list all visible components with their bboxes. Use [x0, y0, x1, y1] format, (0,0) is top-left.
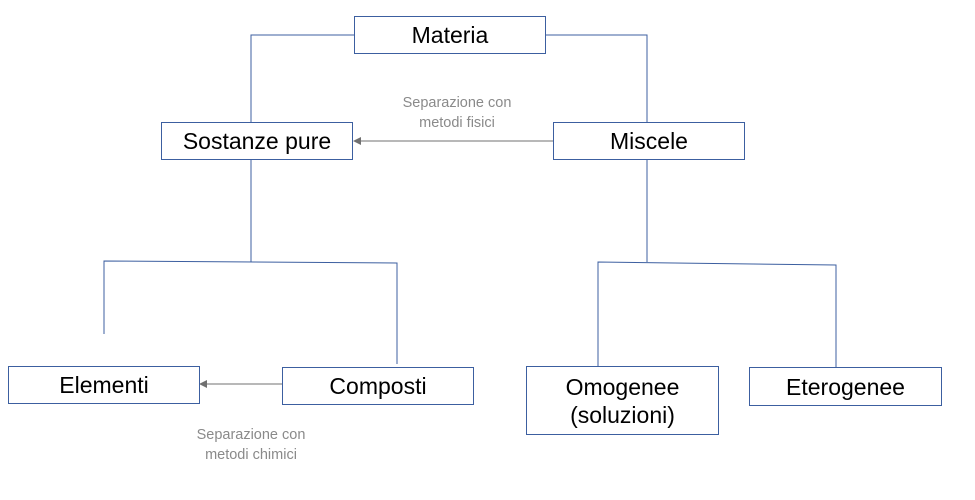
- label-physical-separation: Separazione con metodi fisici: [402, 95, 512, 131]
- node-omogenee: Omogenee (soluzioni): [526, 366, 719, 435]
- connector-materia-miscele: [545, 34, 648, 122]
- node-eterogenee: Eterogenee: [749, 367, 942, 406]
- node-sostanze-pure: Sostanze pure: [161, 122, 353, 160]
- connector-materia-sostanze: [250, 34, 354, 122]
- label-chemical-separation: Separazione con metodi chimici: [196, 427, 306, 463]
- node-miscele: Miscele: [553, 122, 745, 160]
- node-materia: Materia: [354, 16, 546, 54]
- connector-sostanze-bracket: [103, 260, 398, 364]
- node-elementi: Elementi: [8, 366, 200, 404]
- connector-miscele-bracket: [597, 261, 837, 367]
- node-composti: Composti: [282, 367, 474, 405]
